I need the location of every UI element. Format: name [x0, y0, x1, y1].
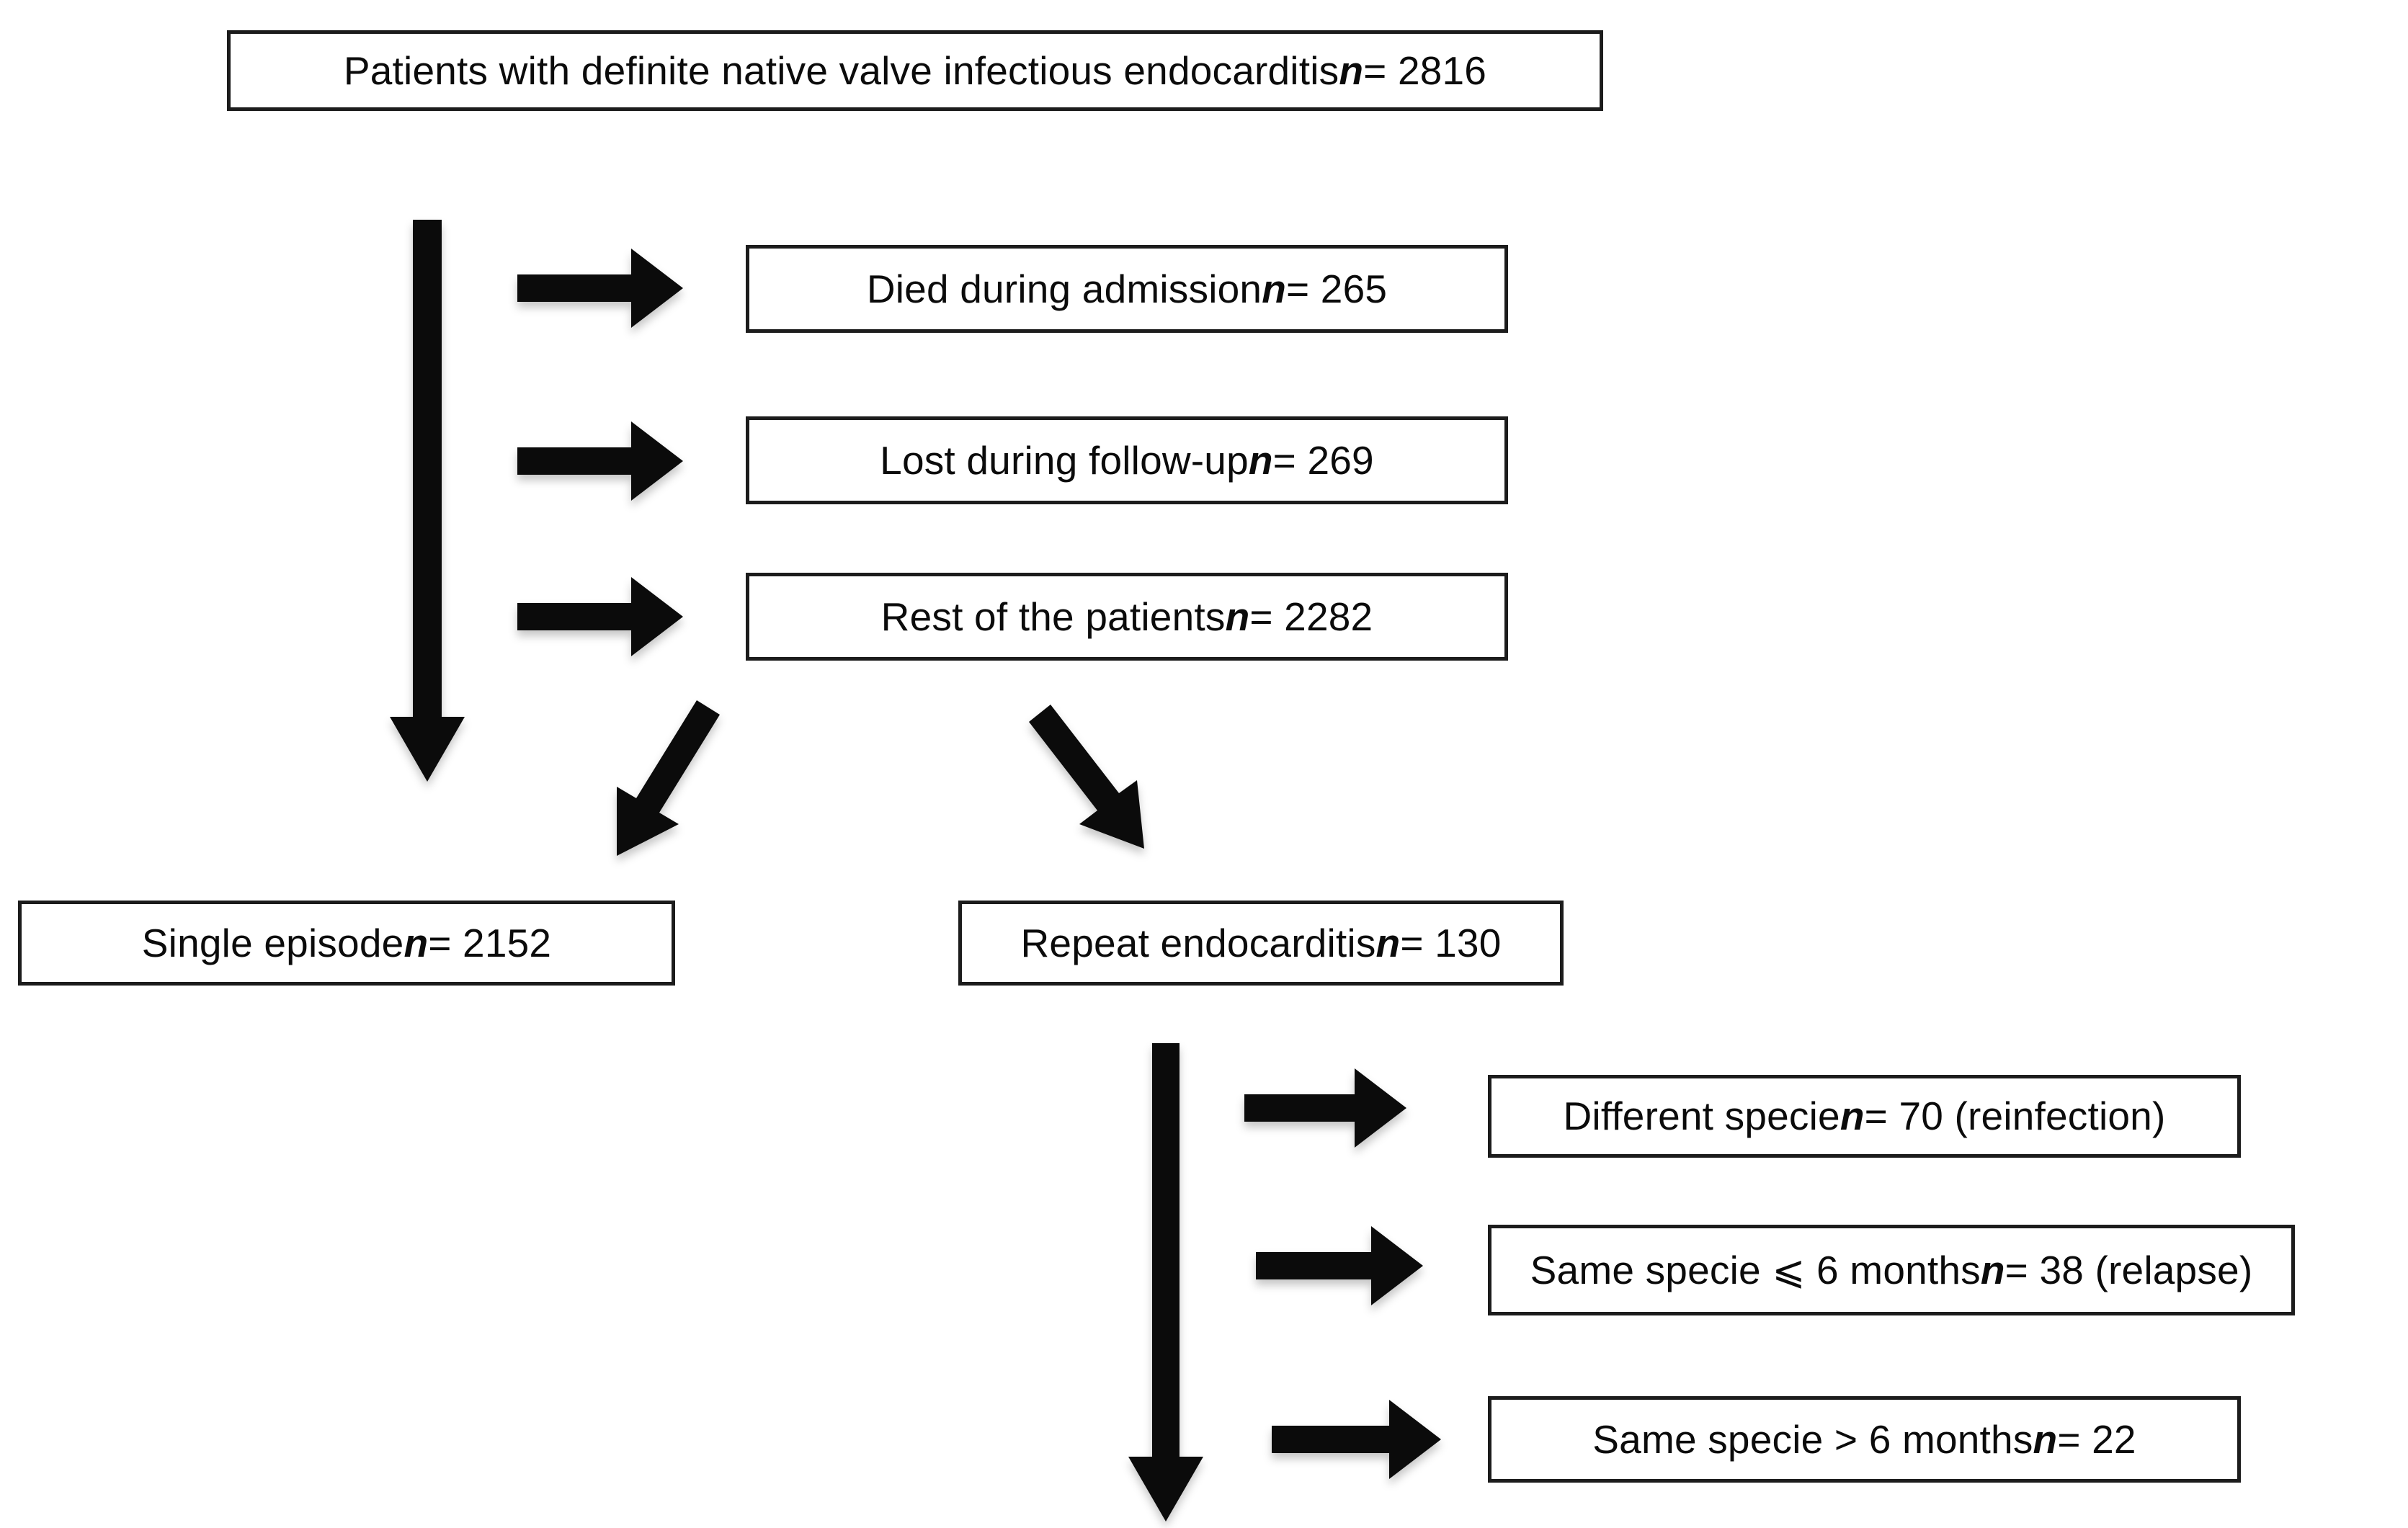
node-text-suffix: = 2282	[1249, 594, 1373, 639]
arrow-down-from-total	[390, 220, 465, 782]
arrow-diag-to-repeat	[1029, 705, 1144, 849]
arrow-right-to-different	[1244, 1068, 1406, 1148]
node-text-prefix: Lost during follow-up	[880, 437, 1249, 483]
arrow-right-to-lost	[517, 421, 683, 501]
arrow-right-to-died	[517, 249, 683, 328]
node-text-prefix: Patients with definite native valve infe…	[343, 48, 1339, 93]
node-same-specie-late: Same specie > 6 months n = 22	[1488, 1396, 2241, 1483]
node-text-prefix: Same specie > 6 months	[1592, 1416, 2033, 1462]
node-text-suffix: = 70 (reinfection)	[1864, 1094, 2166, 1138]
node-total-patients: Patients with definite native valve infe…	[227, 30, 1603, 111]
node-text-prefix: Repeat endocarditis	[1020, 920, 1376, 965]
node-text-prefix: Different specie	[1563, 1094, 1840, 1138]
node-text-n: n	[2033, 1416, 2058, 1462]
node-text-suffix: = 265	[1286, 266, 1388, 311]
node-text-suffix: = 2152	[428, 920, 552, 965]
node-text-n: n	[1980, 1247, 2005, 1292]
node-rest-of-patients: Rest of the patients n = 2282	[746, 573, 1508, 661]
node-text-n: n	[1840, 1094, 1865, 1138]
node-different-specie-reinfection: Different specie n = 70 (reinfection)	[1488, 1075, 2241, 1158]
node-text-prefix: Rest of the patients	[880, 594, 1226, 639]
node-text-n: n	[403, 920, 429, 965]
node-text-suffix: = 38 (relapse)	[2005, 1247, 2253, 1292]
arrow-right-to-relapse	[1256, 1226, 1423, 1305]
node-single-episode: Single episode n = 2152	[18, 901, 675, 986]
node-text-prefix: Died during admission	[866, 266, 1262, 311]
node-text-suffix: = 130	[1400, 920, 1502, 965]
node-text-prefix: Single episode	[141, 920, 404, 965]
node-text-prefix: Same specie ⩽ 6 months	[1530, 1247, 1981, 1292]
arrow-right-to-rest	[517, 577, 683, 656]
arrow-diag-to-single	[617, 700, 720, 856]
node-text-suffix: = 2816	[1363, 48, 1487, 93]
node-lost-during-follow-up: Lost during follow-up n = 269	[746, 416, 1508, 504]
node-text-n: n	[1225, 594, 1250, 639]
node-text-n: n	[1262, 266, 1286, 311]
arrow-right-to-same-late	[1272, 1400, 1441, 1479]
node-same-specie-relapse: Same specie ⩽ 6 months n = 38 (relapse)	[1488, 1225, 2295, 1315]
node-text-n: n	[1375, 920, 1401, 965]
node-died-during-admission: Died during admission n = 265	[746, 245, 1508, 333]
arrow-down-from-repeat	[1128, 1043, 1203, 1522]
node-text-n: n	[1339, 48, 1364, 93]
node-text-suffix: = 269	[1272, 437, 1374, 483]
node-text-n: n	[1248, 437, 1273, 483]
node-text-suffix: = 22	[2057, 1416, 2136, 1462]
node-repeat-endocarditis: Repeat endocarditis n = 130	[958, 901, 1564, 986]
